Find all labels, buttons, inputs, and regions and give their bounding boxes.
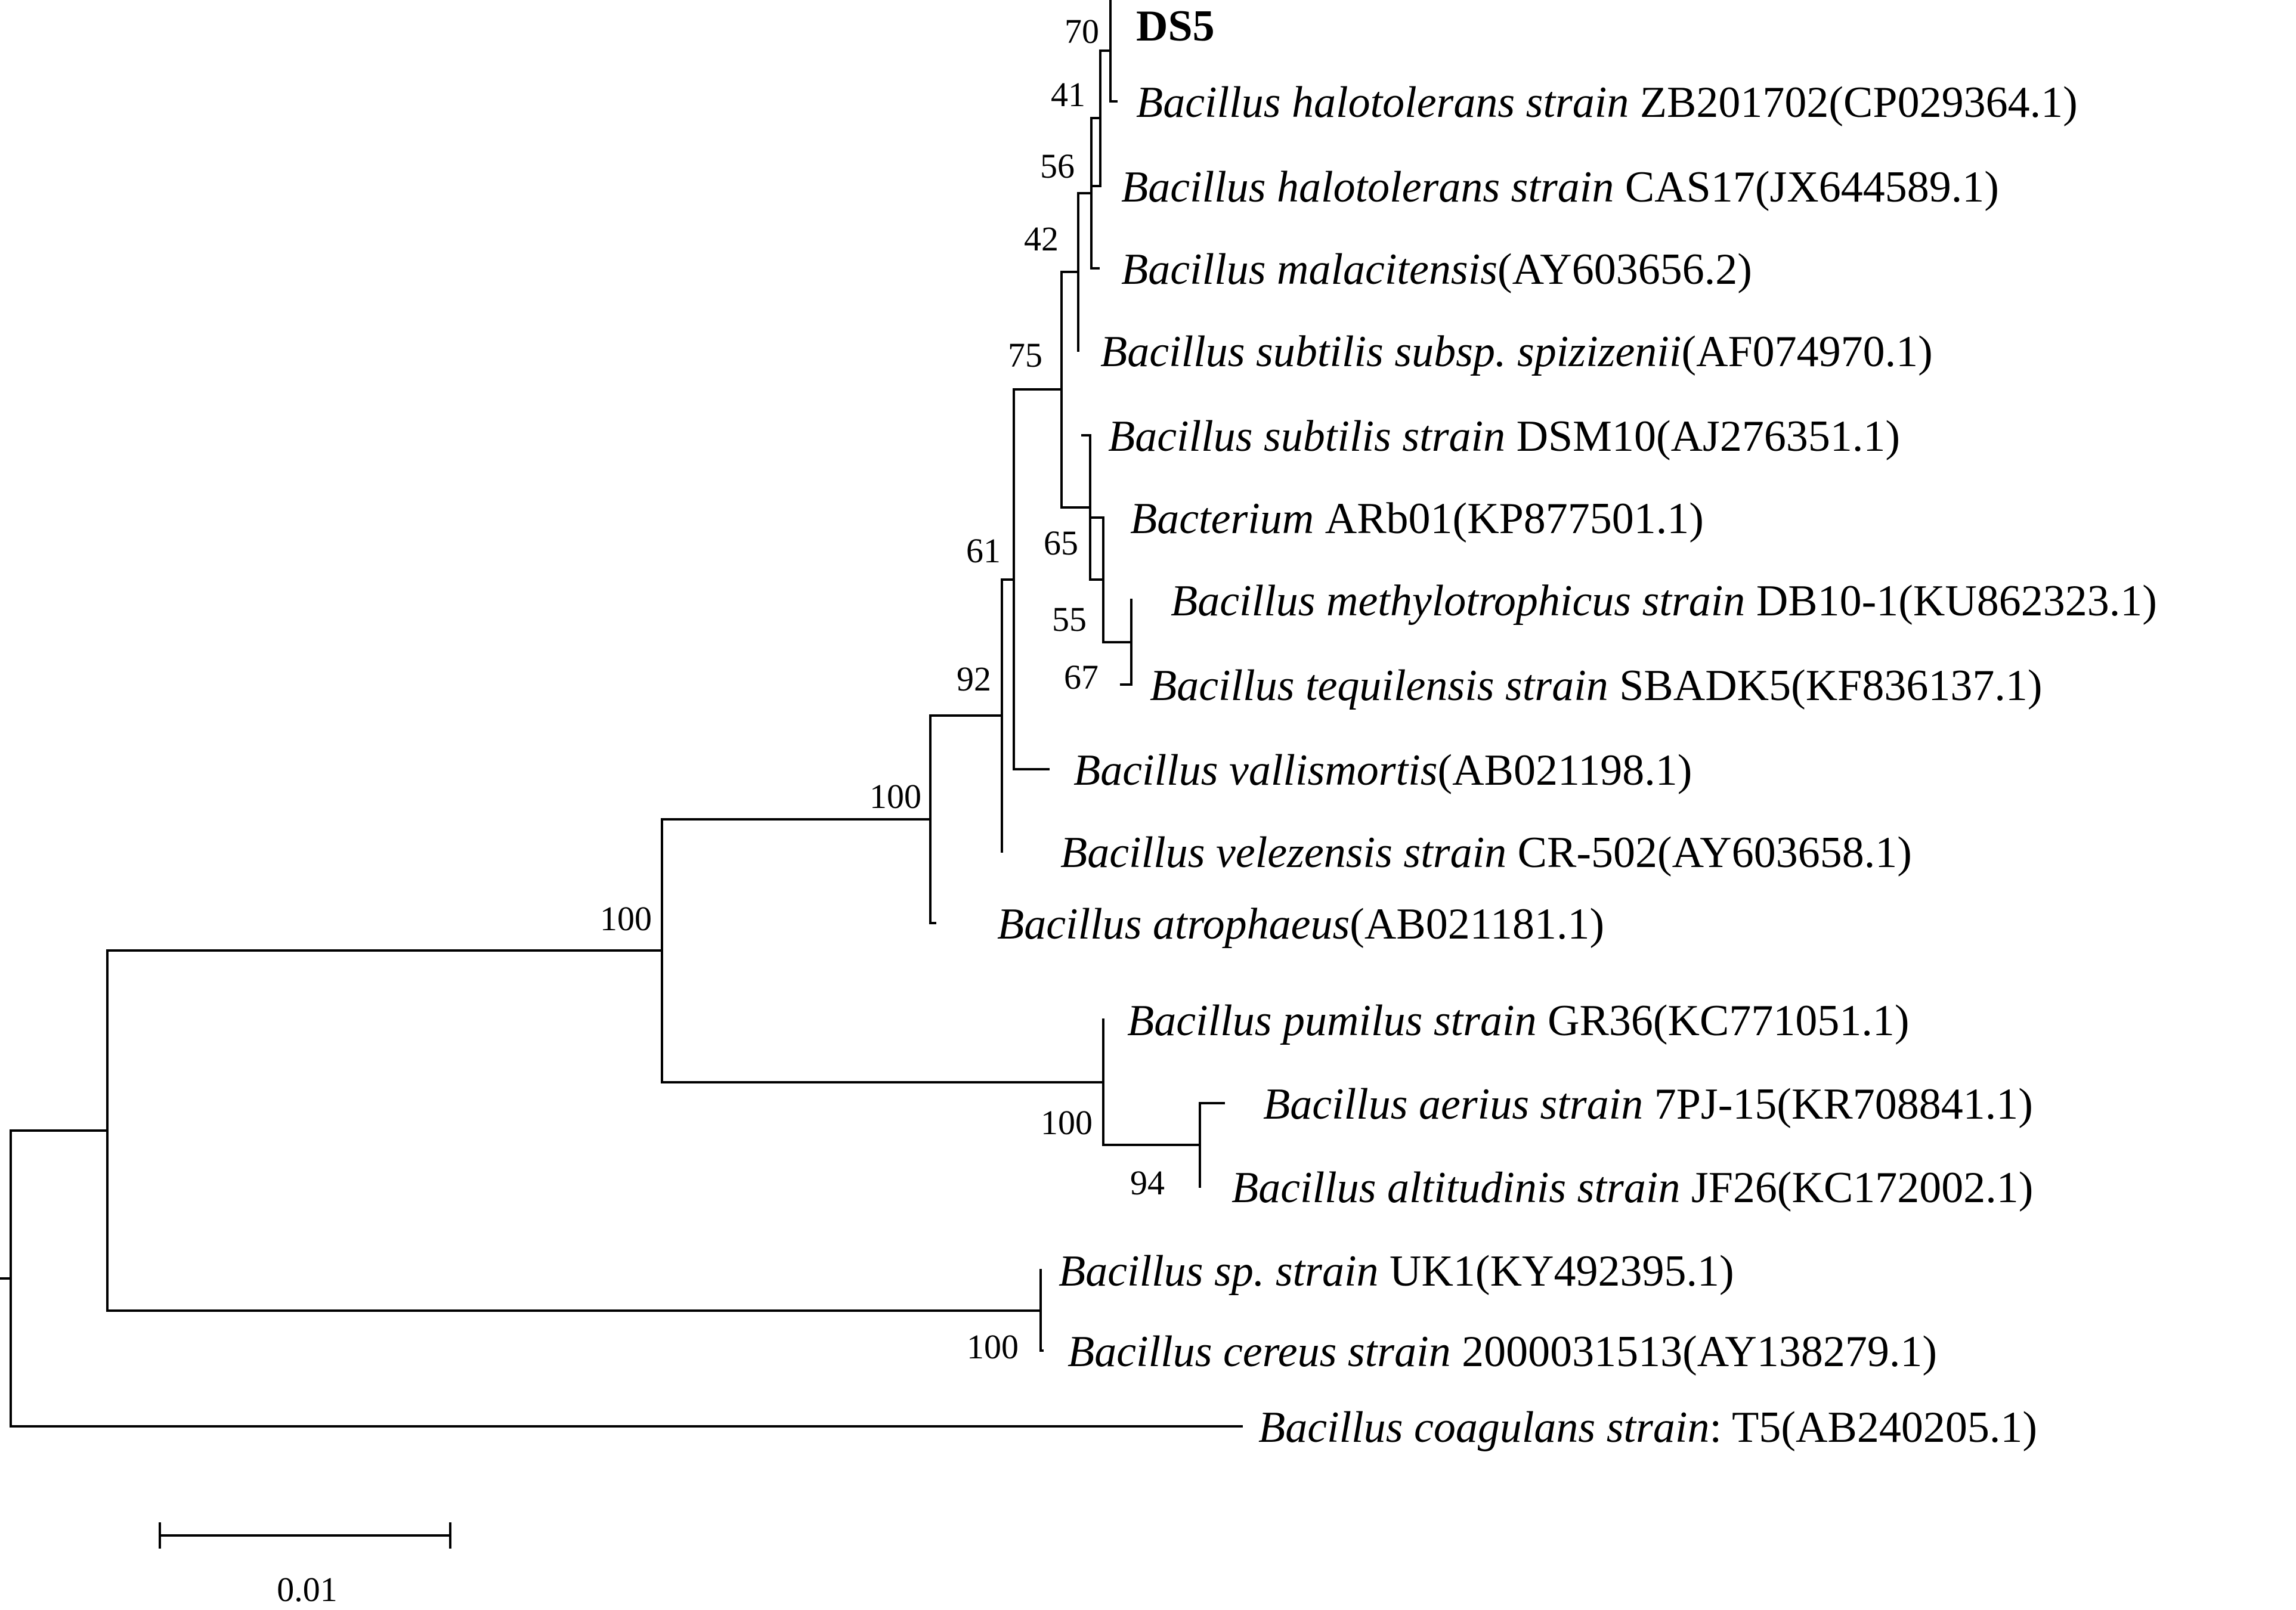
taxon-label-tequilensis: Bacillus tequilensis strain SBADK5(KF836… [1150, 661, 2042, 710]
bootstrap-value: 61 [966, 531, 1001, 570]
taxon-accession: ARb01(KP877501.1) [1325, 494, 1704, 543]
taxon-label-aerius: Bacillus aerius strain 7PJ-15(KR708841.1… [1263, 1080, 2033, 1129]
taxon-accession: 2000031513(AY138279.1) [1462, 1327, 1937, 1376]
taxon-label-sp-uk1: Bacillus sp. strain UK1(KY492395.1) [1059, 1247, 1734, 1296]
taxon-species-name: Bacillus sp. strain [1059, 1247, 1390, 1296]
taxon-label-vallismortis: Bacillus vallismortis(AB021198.1) [1073, 746, 1692, 795]
taxon-species-name: Bacillus malacitensis [1121, 245, 1497, 294]
taxon-label-pumilus: Bacillus pumilus strain GR36(KC771051.1) [1127, 996, 1910, 1045]
bootstrap-value: 94 [1130, 1163, 1165, 1202]
taxon-species-name: Bacillus atrophaeus [997, 900, 1350, 949]
taxon-label-halotolerans-zb: Bacillus halotolerans strain ZB201702(CP… [1136, 78, 2078, 127]
taxon-species-name: Bacillus halotolerans strain [1136, 78, 1640, 127]
bootstrap-value: 100 [1041, 1103, 1093, 1142]
bootstrap-value: 100 [869, 777, 921, 816]
taxon-species-name: Bacillus coagulans strain [1258, 1403, 1709, 1452]
taxon-label-malacitensis: Bacillus malacitensis(AY603656.2) [1121, 245, 1752, 294]
taxon-accession: CAS17(JX644589.1) [1625, 163, 1999, 212]
taxon-accession: DS5 [1136, 2, 1215, 51]
taxon-label-subtilis-dsm: Bacillus subtilis strain DSM10(AJ276351.… [1108, 412, 1900, 461]
taxon-accession: ZB201702(CP029364.1) [1640, 78, 2078, 127]
scale-bar-line [159, 1522, 451, 1549]
taxon-accession: JF26(KC172002.1) [1691, 1163, 2034, 1212]
taxon-accession: (AB021198.1) [1438, 746, 1692, 795]
bootstrap-value: 100 [600, 899, 652, 938]
taxon-label-atrophaeus: Bacillus atrophaeus(AB021181.1) [997, 900, 1604, 949]
taxon-species-name: Bacillus pumilus strain [1127, 996, 1548, 1045]
bootstrap-values: 70 41 56 42 75 65 55 67 61 92 100 100 100 94 100 [600, 12, 1165, 1366]
taxon-species-name: Bacillus cereus strain [1067, 1327, 1462, 1376]
taxon-accession: (AF074970.1) [1681, 327, 1932, 376]
taxon-species-name: Bacillus vallismortis [1073, 746, 1438, 795]
taxon-species-name: Bacillus velezensis strain [1060, 828, 1518, 877]
taxon-species-name: Bacillus subtilis subsp. spizizenii [1100, 327, 1681, 376]
bootstrap-value: 56 [1040, 147, 1075, 185]
taxon-accession: : T5(AB240205.1) [1709, 1403, 2037, 1452]
taxon-label-spizizenii: Bacillus subtilis subsp. spizizenii(AF07… [1100, 327, 1933, 376]
taxon-species-name: Bacillus halotolerans strain [1121, 163, 1625, 212]
taxon-accession: 7PJ-15(KR708841.1) [1654, 1080, 2033, 1129]
taxon-accession: GR36(KC771051.1) [1548, 996, 1909, 1045]
bootstrap-value: 67 [1064, 658, 1099, 696]
taxon-species-name: Bacillus subtilis strain [1108, 412, 1517, 461]
bootstrap-value: 75 [1008, 336, 1042, 374]
taxon-accession: DSM10(AJ276351.1) [1517, 412, 1900, 461]
taxon-label-cereus: Bacillus cereus strain 2000031513(AY1382… [1067, 1327, 1937, 1376]
taxon-label-coagulans: Bacillus coagulans strain: T5(AB240205.1… [1258, 1403, 2037, 1452]
tree-branches [0, 0, 1243, 1428]
taxon-label-methylotrophicus: Bacillus methylotrophicus strain DB10-1(… [1171, 577, 2157, 626]
taxon-accession: (AB021181.1) [1350, 900, 1604, 949]
taxon-species-name: Bacterium [1130, 494, 1325, 543]
taxon-accession: SBADK5(KF836137.1) [1619, 661, 2042, 710]
bootstrap-value: 42 [1024, 219, 1059, 258]
taxon-label-halotolerans-cas: Bacillus halotolerans strain CAS17(JX644… [1121, 163, 1999, 212]
taxon-species-name: Bacillus aerius strain [1263, 1080, 1654, 1129]
taxon-accession: CR-502(AY603658.1) [1518, 828, 1912, 877]
taxon-accession: (AY603656.2) [1497, 245, 1752, 294]
bootstrap-value: 55 [1052, 600, 1087, 639]
scale-bar: 0.01 [159, 1522, 451, 1609]
taxon-label-bacterium-arb: Bacterium ARb01(KP877501.1) [1130, 494, 1704, 543]
taxon-label-altitudinis: Bacillus altitudinis strain JF26(KC17200… [1231, 1163, 2033, 1212]
bootstrap-value: 65 [1044, 524, 1078, 562]
scale-bar-label: 0.01 [277, 1570, 338, 1609]
taxon-species-name: Bacillus altitudinis strain [1231, 1163, 1691, 1212]
taxon-accession: DB10-1(KU862323.1) [1756, 577, 2157, 626]
taxon-species-name: Bacillus tequilensis strain [1150, 661, 1619, 710]
taxon-label-velezensis: Bacillus velezensis strain CR-502(AY6036… [1060, 828, 1912, 877]
taxon-accession: UK1(KY492395.1) [1390, 1247, 1734, 1296]
bootstrap-value: 100 [967, 1327, 1019, 1366]
taxon-label-ds5: DS5 [1136, 2, 1215, 51]
bootstrap-value: 92 [957, 660, 991, 698]
taxon-species-name: Bacillus methylotrophicus strain [1171, 577, 1756, 626]
bootstrap-value: 70 [1065, 12, 1099, 51]
bootstrap-value: 41 [1051, 75, 1085, 114]
